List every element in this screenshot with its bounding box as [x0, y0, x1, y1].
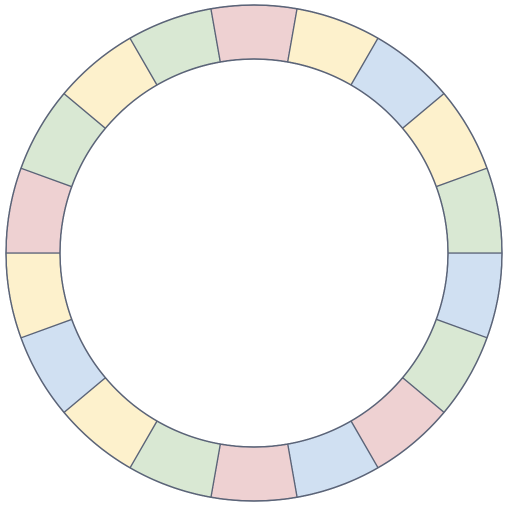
ring-segments	[5, 4, 503, 502]
ring-inner-edge	[59, 58, 449, 448]
ring-outer-edge	[5, 4, 503, 502]
ring-segment-14	[210, 4, 298, 63]
ring-segment-5	[210, 443, 298, 502]
